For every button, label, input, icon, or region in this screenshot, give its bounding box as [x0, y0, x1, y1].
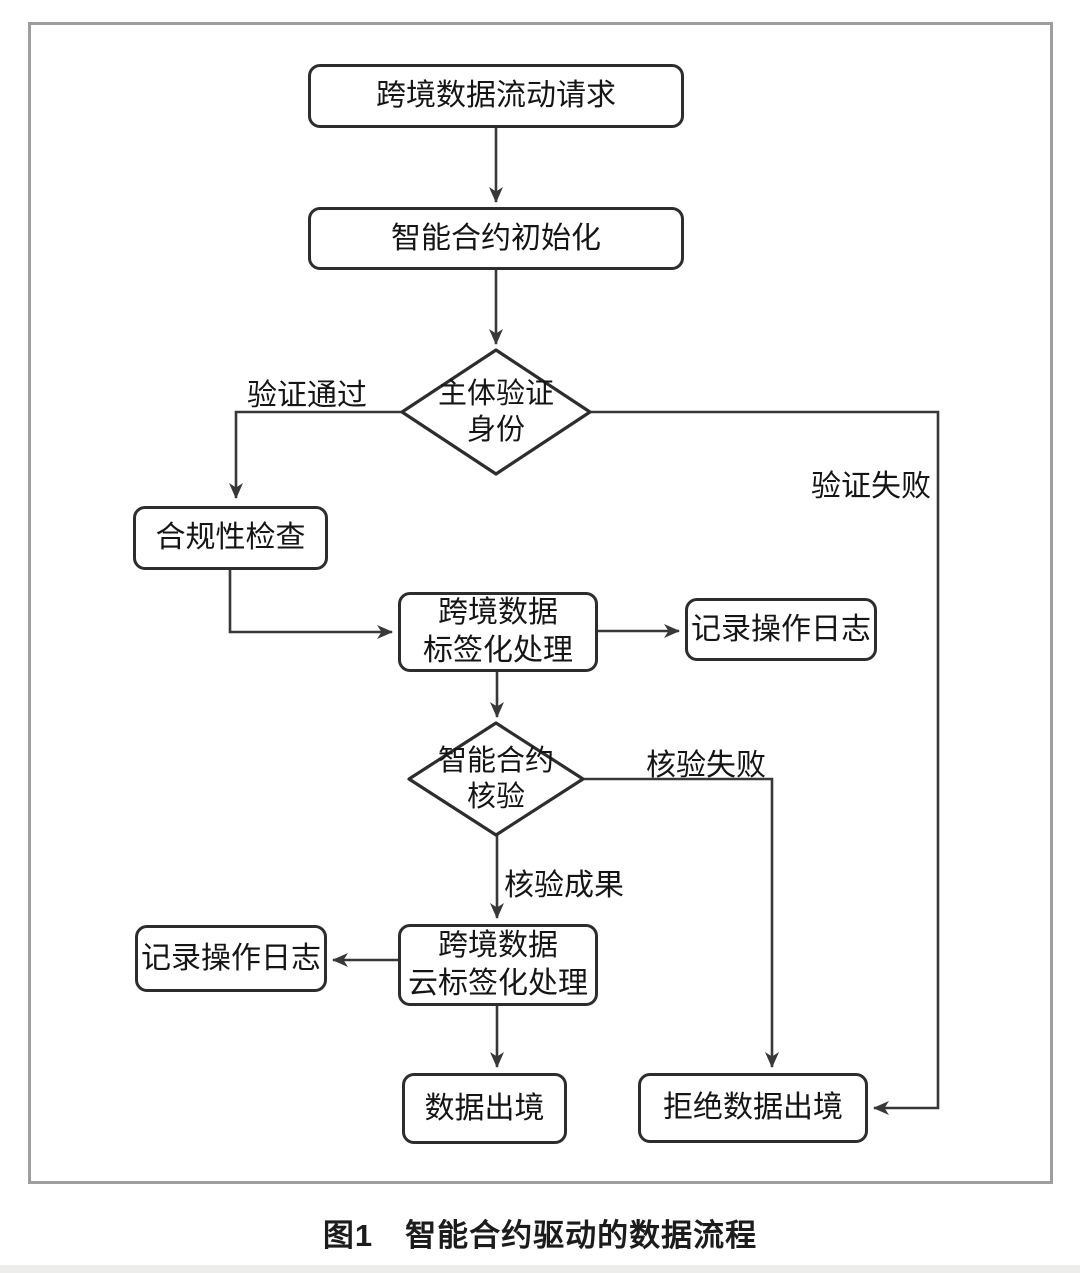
node-log-operation-left: 记录操作日志: [135, 925, 327, 992]
node-cloud-data-labeling: 跨境数据 云标签化处理: [398, 924, 598, 1006]
edge-verify-fail-to-deny: [583, 777, 779, 1068]
edge-label-verify-pass: 验证通过: [247, 379, 367, 412]
edge-identity-pass-to-compliance: [229, 410, 402, 499]
edge-compliance-to-labeling: [228, 570, 393, 639]
edge-label-verify-fail: 验证失败: [811, 470, 931, 503]
node-deny-data-exit: 拒绝数据出境: [638, 1073, 868, 1143]
edge-label-check-success: 核验成果: [504, 869, 624, 902]
node-data-exit: 数据出境: [402, 1073, 567, 1144]
decision-diamond-verify: [407, 721, 585, 837]
decision-contract-verify-label: 智能合约 核验: [437, 745, 554, 813]
decision-identity-verification-label: 主体验证 身份: [437, 378, 554, 446]
page-bottom-strip: [0, 1265, 1080, 1273]
node-data-labeling: 跨境数据 标签化处理: [398, 592, 598, 672]
node-smart-contract-init: 智能合约初始化: [308, 207, 684, 270]
flowchart-frame: [28, 22, 1053, 1184]
edge-label-check-fail: 核验失败: [646, 749, 766, 782]
node-cross-border-request: 跨境数据流动请求: [308, 64, 684, 128]
node-log-operation-right: 记录操作日志: [685, 598, 877, 661]
decision-diamond-identity: [400, 348, 592, 476]
node-compliance-check: 合规性检查: [133, 506, 328, 570]
edge-identity-fail-to-deny: [590, 410, 940, 1115]
figure-caption: 图1 智能合约驱动的数据流程: [322, 1218, 758, 1253]
